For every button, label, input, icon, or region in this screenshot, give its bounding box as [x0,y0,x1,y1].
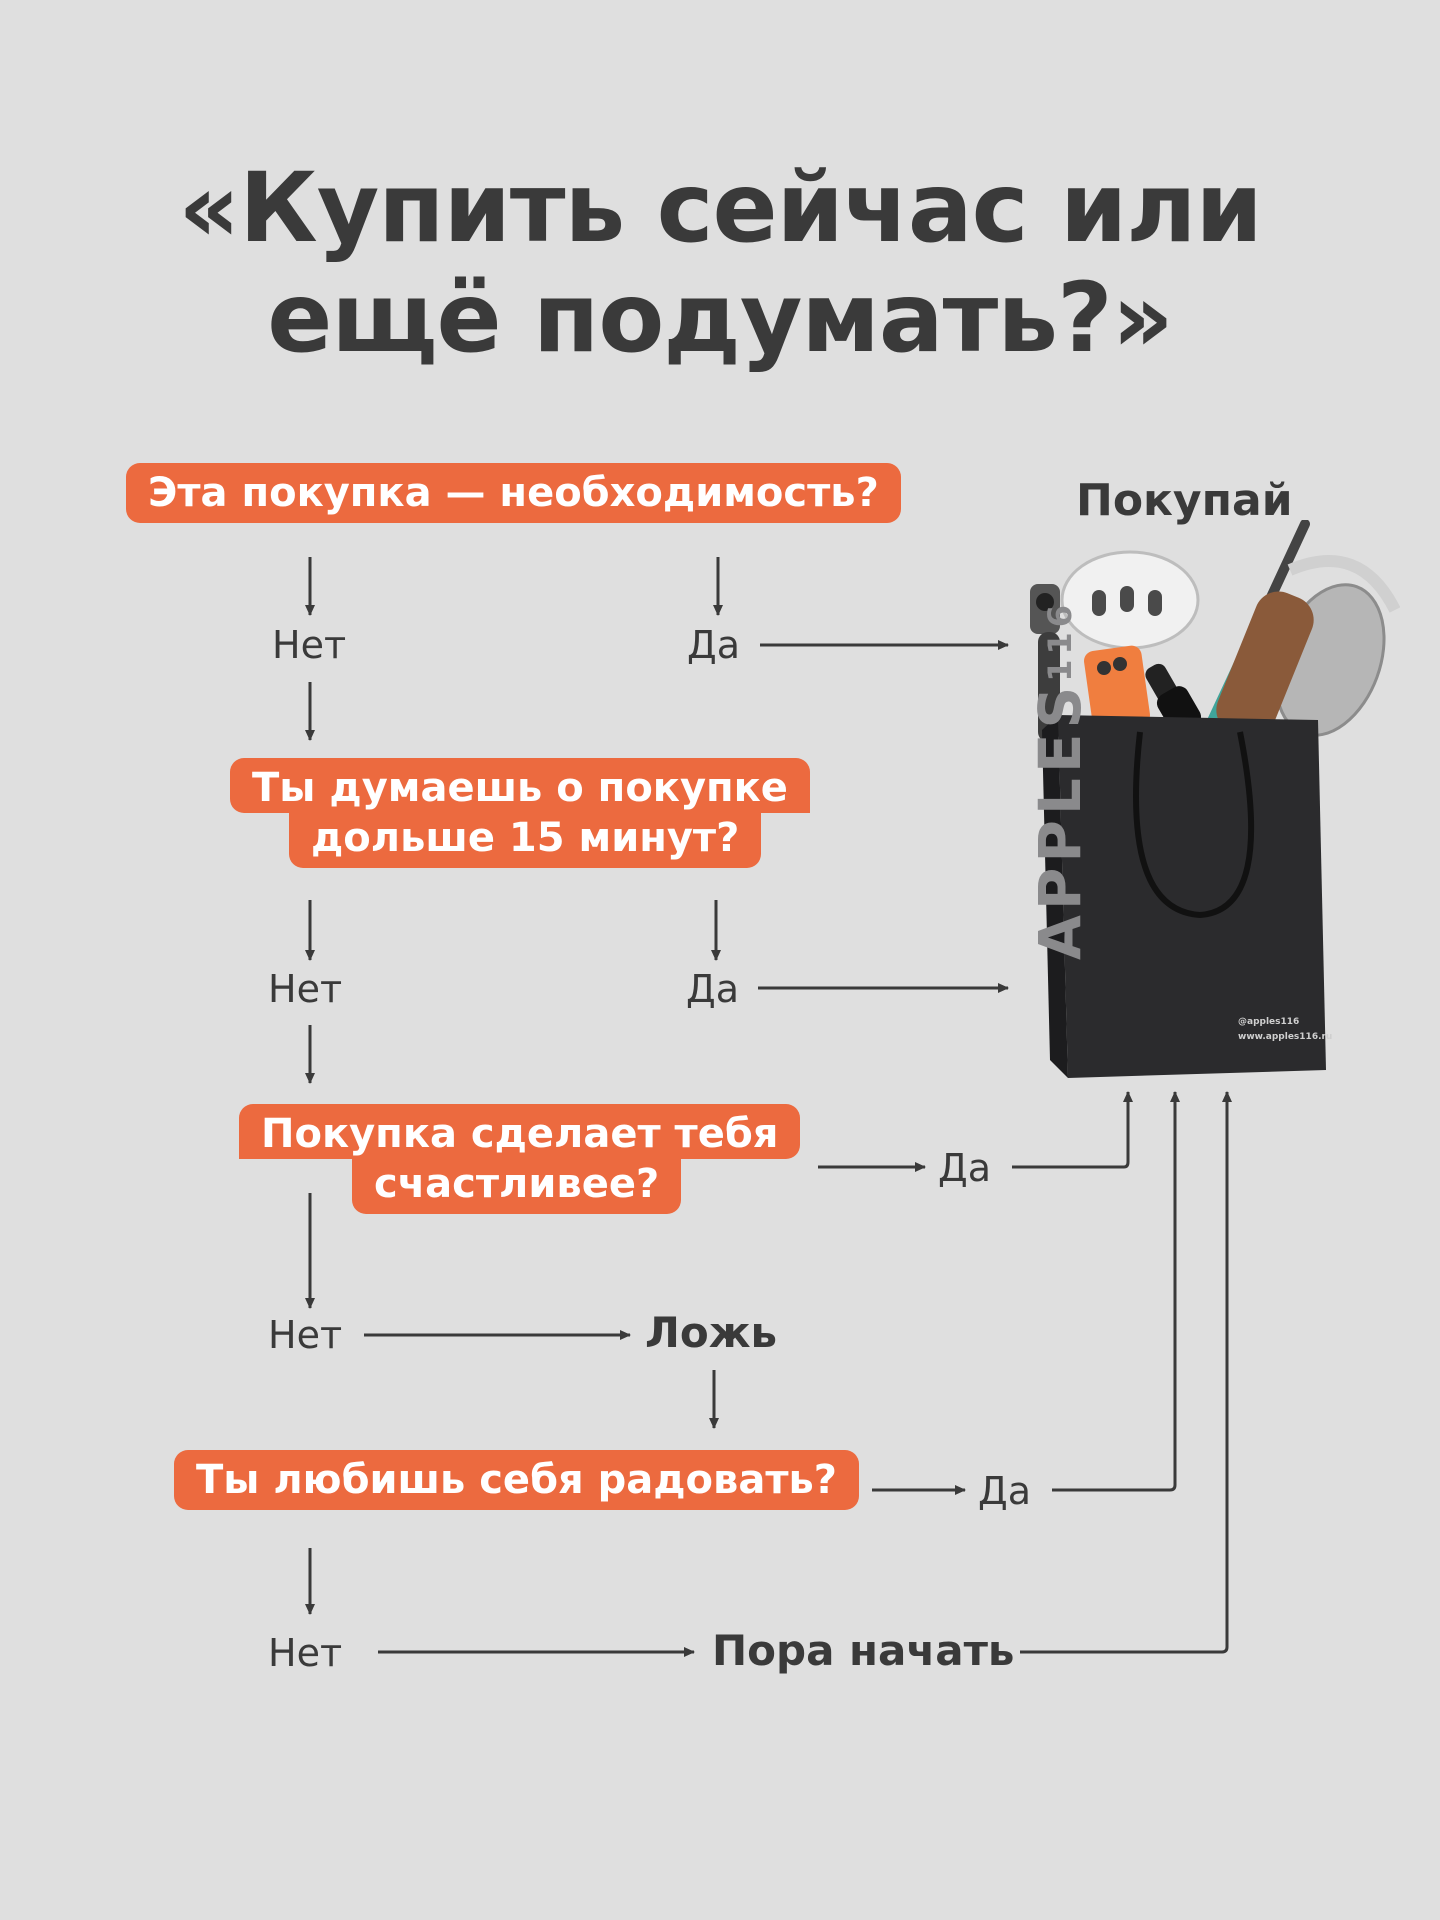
question-thinking-line-1: Ты думаешь о покупке [230,758,810,813]
answer-yes-2: Да [686,967,739,1011]
result-buy: Покупай [1076,475,1293,526]
answer-no-1: Нет [272,623,347,667]
answer-yes-3: Да [938,1146,991,1190]
shopping-bag-illustration: APPLES116 @apples116 www.apples116.ru [1000,519,1401,1090]
answer-yes-4: Да [978,1469,1031,1513]
question-self-care: Ты любишь себя радовать? [174,1450,859,1510]
answer-no-3: Нет [268,1313,343,1357]
question-thinking-line-2: дольше 15 минут? [289,813,762,868]
answer-yes-1: Да [687,623,740,667]
question-happier-line-2: счастливее? [352,1159,682,1214]
title-line-2: ещё подумать?» [267,262,1173,374]
answer-no-4: Нет [268,1631,343,1675]
answer-time-to-start: Пора начать [712,1626,1015,1675]
bag-brand-sup: 116 [1041,599,1079,682]
arrow-start-buy [1020,1091,1232,1654]
title-line-1: «Купить сейчас или [178,152,1263,264]
bag-brand-text: APPLES [1026,681,1094,960]
bag-brand: APPLES116 [1026,599,1094,960]
answer-lie: Ложь [645,1308,778,1357]
question-necessity: Эта покупка — необходимость? [126,463,901,523]
bag-handle: @apples116 [1238,1017,1300,1027]
arrow-yes4-buy [1052,1091,1180,1492]
bag-site: www.apples116.ru [1238,1032,1333,1042]
answer-no-2: Нет [268,967,343,1011]
bag-graphic [1030,519,1401,1078]
question-happier-line-1: Покупка сделает тебя [239,1104,801,1159]
arrow-yes3-buy [1012,1091,1133,1169]
